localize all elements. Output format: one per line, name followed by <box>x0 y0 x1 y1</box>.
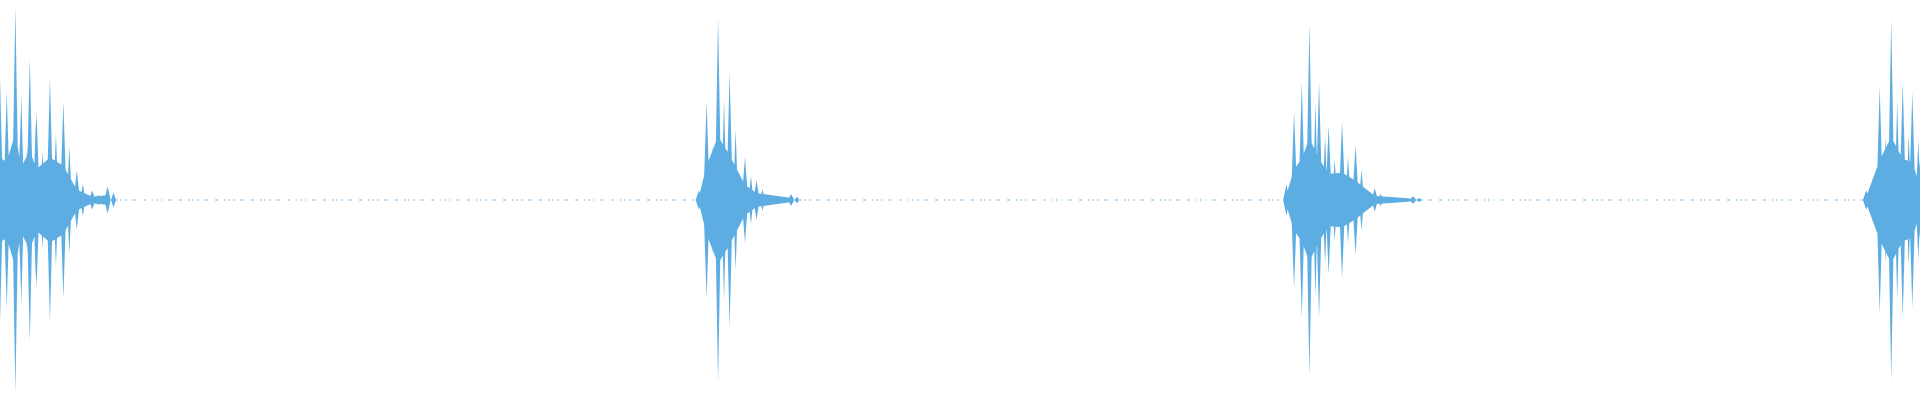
waveform-spike <box>733 129 739 271</box>
waveform-spike <box>1359 169 1365 231</box>
waveform-spike <box>695 190 703 210</box>
waveform-spike <box>1338 121 1346 279</box>
waveform-spike <box>1315 82 1323 318</box>
waveform-spike <box>1906 135 1912 265</box>
waveform-spike <box>1899 82 1906 318</box>
waveform-spike <box>1332 159 1338 241</box>
waveform-spike <box>703 102 710 298</box>
waveform-spike <box>1916 160 1920 240</box>
waveform-spike <box>1894 100 1900 300</box>
waveform-spike <box>80 183 86 217</box>
waveform-spike <box>88 190 96 210</box>
waveform-spike <box>794 196 800 204</box>
waveform-spike <box>714 17 722 383</box>
waveform-spike <box>39 151 45 249</box>
waveform-spike <box>1863 190 1870 210</box>
waveform-spike <box>3 92 10 308</box>
waveform-spike <box>1876 86 1883 314</box>
waveform-spike <box>46 78 54 322</box>
waveform-spike <box>748 176 754 224</box>
waveform-spike <box>73 170 80 230</box>
waveform-spike <box>1909 92 1916 308</box>
waveform-spike <box>710 146 716 254</box>
waveform-spike <box>1378 193 1384 207</box>
waveform-spike <box>1298 82 1305 318</box>
waveform-spike <box>1345 156 1351 244</box>
waveform-spike <box>1283 184 1290 216</box>
waveform-spike <box>787 194 795 206</box>
waveform-spike <box>1312 102 1318 298</box>
waveform-spike <box>1290 111 1298 289</box>
waveform-spike <box>1306 23 1313 377</box>
waveform-spike <box>0 78 4 322</box>
waveform-spike <box>66 146 72 254</box>
waveform-spike <box>12 7 19 393</box>
waveform-spike <box>1883 137 1889 263</box>
waveform-spike <box>1371 188 1378 212</box>
waveform-spike <box>111 192 117 208</box>
waveform-noise-floor <box>0 199 1918 201</box>
waveform-spike <box>741 156 749 244</box>
waveform-spike <box>1416 197 1422 203</box>
waveform-spike <box>1325 125 1332 275</box>
waveform-burst-3 <box>1283 23 1422 377</box>
waveform-burst-2 <box>695 17 800 383</box>
waveform-spike <box>17 105 25 295</box>
waveform-spike <box>726 72 733 328</box>
waveform-spike <box>95 194 101 206</box>
waveform-spike <box>759 189 765 211</box>
waveform-spike <box>721 99 727 301</box>
waveform-spike <box>1352 145 1359 255</box>
waveform-spike <box>53 133 59 267</box>
waveform-spike <box>26 58 33 342</box>
waveform-burst-4 <box>1863 19 1920 381</box>
waveform-spike <box>1888 19 1895 381</box>
waveform-spike <box>1322 135 1328 265</box>
